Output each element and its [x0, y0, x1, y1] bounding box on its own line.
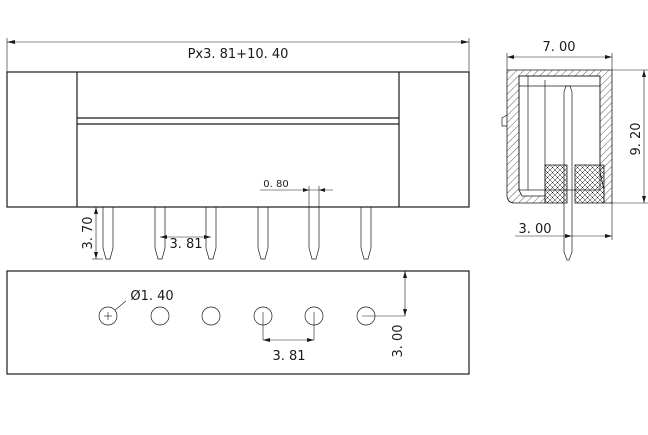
bottom-view: Ø1. 40 3. 81 3. 00	[6, 270, 470, 375]
pitch-bottom-label: 3. 81	[272, 349, 305, 364]
bottom-body	[6, 270, 470, 375]
length-label: Px3. 81+10. 40	[188, 47, 289, 62]
hole-diameter-label: Ø1. 40	[130, 289, 173, 304]
holes	[98, 306, 405, 340]
side-view: 7. 00 9. 20 3.	[501, 40, 648, 261]
pin	[360, 207, 372, 260]
front-pins	[102, 207, 372, 260]
height-label: 9. 20	[629, 122, 644, 155]
pin-length-label: 3. 70	[81, 216, 96, 249]
pin-length-dimension: 3. 70	[81, 207, 103, 260]
hole	[201, 306, 221, 326]
hole-offset-dimension: 3. 00	[391, 271, 407, 358]
latch-section	[544, 164, 568, 204]
front-view: Px3. 81+10. 40 3. 70	[6, 38, 470, 260]
pin	[308, 207, 320, 260]
pin	[205, 207, 217, 260]
pin	[154, 207, 166, 260]
pitch-front-dimension: 3. 81	[160, 235, 211, 252]
hole	[150, 306, 170, 326]
pitch-bottom-dimension: 3. 81	[263, 338, 314, 364]
side-pin	[563, 85, 573, 261]
hole-diameter-callout: Ø1. 40	[114, 289, 174, 311]
pin	[257, 207, 269, 260]
length-dimension: Px3. 81+10. 40	[6, 38, 470, 72]
pin-width-dimension: 0. 80	[260, 179, 333, 207]
pin-width-label: 0. 80	[263, 179, 288, 190]
hole	[98, 306, 118, 326]
hole-offset-label: 3. 00	[391, 324, 406, 357]
pitch-front-label: 3. 81	[169, 237, 202, 252]
pin-offset-dimension: 3. 00	[515, 203, 613, 240]
width-label: 7. 00	[542, 40, 575, 55]
pin-offset-label: 3. 00	[518, 222, 551, 237]
connector-body	[6, 71, 470, 208]
height-dimension: 9. 20	[612, 69, 648, 204]
width-dimension: 7. 00	[506, 40, 613, 70]
pin	[102, 207, 114, 260]
